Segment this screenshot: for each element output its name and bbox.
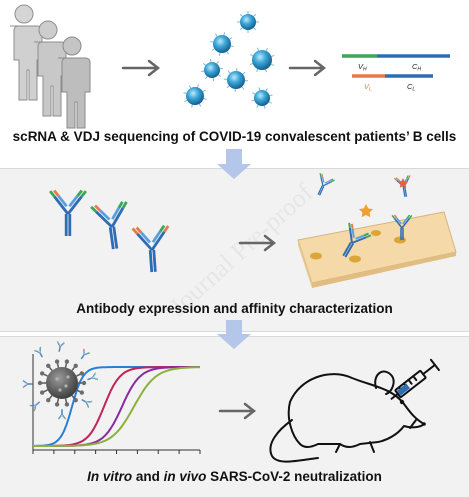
down-arrow-1 — [217, 149, 251, 179]
neutralization-text: SARS-CoV-2 neutralization — [206, 469, 382, 484]
arrow-4 — [220, 404, 254, 418]
antibody — [29, 399, 42, 412]
label-star-icon — [359, 204, 373, 217]
b-cell — [237, 11, 259, 33]
down-arrow-2 — [217, 320, 251, 349]
vl-label: VL — [364, 82, 372, 93]
b-cell — [183, 84, 206, 107]
cl-label: CL — [407, 82, 415, 93]
in-vivo-text: in vivo — [164, 469, 207, 484]
arrow-3 — [240, 236, 274, 250]
mouse-injection-icon — [270, 360, 438, 462]
antibody — [80, 396, 93, 408]
antibody — [90, 199, 134, 252]
antibody — [78, 348, 91, 361]
b-cell — [224, 68, 248, 92]
step2-caption: Antibody expression and affinity charact… — [0, 301, 469, 316]
b-cells-icon — [183, 11, 274, 109]
antibody — [131, 223, 172, 273]
antibody — [311, 172, 336, 199]
antibody — [58, 409, 66, 420]
affinity-plate-icon — [298, 172, 456, 288]
antibody — [34, 346, 46, 359]
antibodies-icon — [49, 188, 172, 273]
antibody — [86, 372, 99, 383]
in-vitro-text: In vitro — [87, 469, 132, 484]
antibody — [49, 188, 87, 236]
and-text: and — [132, 469, 164, 484]
step1-caption: scRNA & VDJ sequencing of COVID-19 conva… — [0, 129, 469, 144]
b-cell — [251, 87, 272, 108]
arrow-1 — [123, 61, 158, 75]
b-cell — [201, 59, 223, 81]
step3-caption: In vitro and in vivo SARS-CoV-2 neutrali… — [0, 469, 469, 484]
arrow-2 — [290, 61, 324, 75]
b-cell — [210, 32, 233, 55]
virus-icon — [22, 341, 98, 420]
vdj-sequence-icon: VH CH VL CL — [342, 56, 450, 93]
antibody — [55, 341, 65, 353]
b-cell — [250, 48, 274, 72]
ch-label: CH — [412, 62, 421, 73]
antibody — [22, 380, 33, 388]
vh-label: VH — [358, 62, 367, 73]
patients-icon — [10, 5, 90, 128]
